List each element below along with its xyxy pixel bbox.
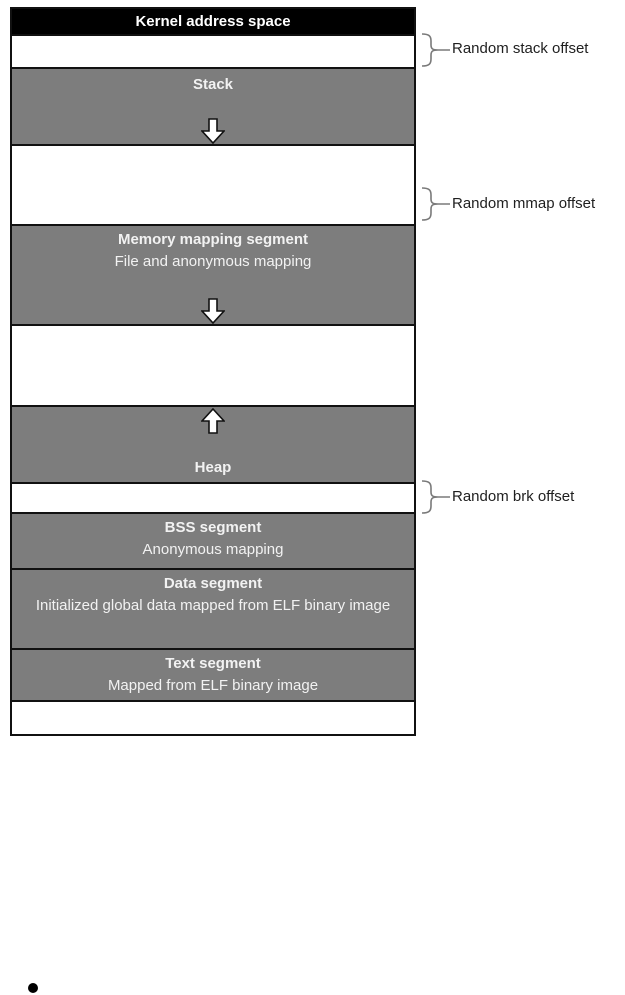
segment-subtitle: Anonymous mapping [142, 541, 284, 558]
annotation-random-brk-offset: Random brk offset [452, 488, 575, 505]
segment-title: BSS segment [164, 519, 262, 536]
segment-title: Stack [192, 76, 234, 93]
segment-heap: Heap [12, 407, 414, 484]
gap-unallocated [12, 326, 414, 407]
segment-bss: BSS segment Anonymous mapping [12, 514, 414, 570]
segment-title: Text segment [165, 655, 261, 672]
gap-random-stack-offset [12, 36, 414, 69]
down-arrow-icon [201, 118, 225, 144]
gap-random-brk-offset [12, 484, 414, 514]
segment-subtitle: Mapped from ELF binary image [107, 677, 319, 694]
segment-text: Text segment Mapped from ELF binary imag… [12, 650, 414, 702]
segment-title: Kernel address space [135, 13, 291, 30]
memory-layout-diagram: Kernel address space Stack Memory mappin… [10, 7, 416, 736]
brace-icon [421, 480, 450, 514]
segment-title: Data segment [163, 575, 263, 592]
segment-subtitle: Initialized global data mapped from ELF … [35, 597, 391, 614]
list-bullet-icon [28, 983, 38, 993]
segment-subtitle: File and anonymous mapping [114, 253, 312, 270]
segment-stack: Stack [12, 69, 414, 146]
segment-title: Memory mapping segment [117, 231, 309, 248]
brace-icon [421, 187, 450, 221]
segment-memory-mapping: Memory mapping segment File and anonymou… [12, 226, 414, 326]
segment-data: Data segment Initialized global data map… [12, 570, 414, 650]
annotation-random-stack-offset: Random stack offset [452, 40, 589, 57]
up-arrow-icon [201, 408, 225, 434]
segment-kernel: Kernel address space [12, 9, 414, 36]
annotation-random-mmap-offset: Random mmap offset [452, 195, 596, 212]
gap-random-mmap-offset [12, 146, 414, 226]
segment-bottom-empty [12, 702, 414, 734]
segment-title: Heap [194, 459, 232, 476]
down-arrow-icon [201, 298, 225, 324]
brace-icon [421, 33, 450, 67]
